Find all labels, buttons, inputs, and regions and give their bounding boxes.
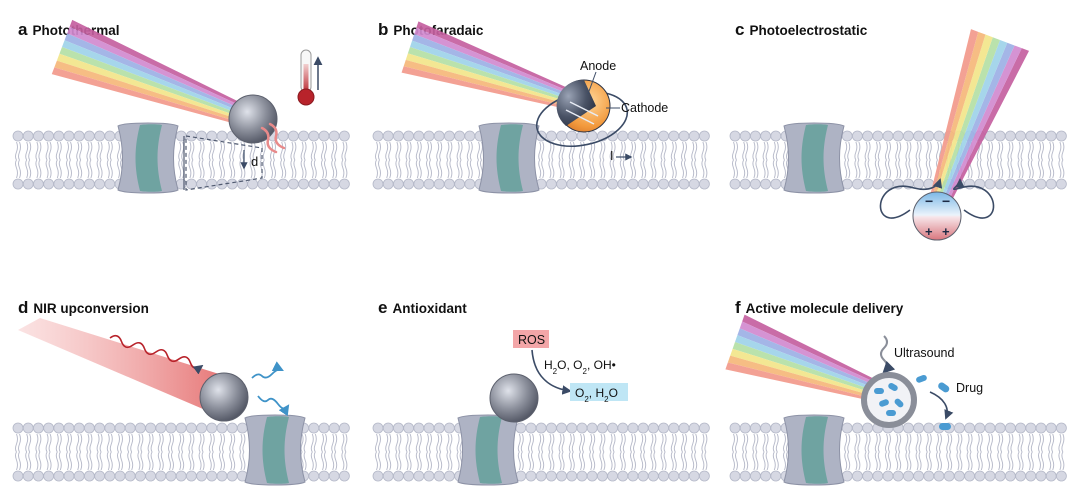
- negative-charge-2: −: [942, 193, 950, 209]
- ion-channels: [117, 122, 845, 486]
- panel-f-title: f Active molecule delivery: [735, 298, 903, 318]
- drug-at-membrane: [939, 423, 951, 430]
- nir-wave: [109, 334, 204, 375]
- light-beam-c: [929, 29, 1030, 204]
- ros-label: ROS: [518, 333, 545, 347]
- ion-channel-f-pore: [801, 416, 828, 484]
- panel-b-graphic: Anode Cathode I: [535, 59, 668, 163]
- panel-e-letter: e: [378, 298, 388, 317]
- panel-f-letter: f: [735, 298, 741, 317]
- membrane-b: [372, 130, 710, 190]
- light-beams: [51, 19, 1030, 402]
- ion-channel-b-pore: [496, 124, 523, 192]
- ion-channel-d: [244, 414, 306, 486]
- drug-cargo-4: [894, 398, 904, 408]
- emission-wave-2: [257, 395, 290, 417]
- ultrasound-label: Ultrasound: [894, 346, 954, 360]
- positive-charge-1: +: [925, 224, 933, 239]
- distance-label: d: [251, 154, 258, 169]
- ion-channel-c: [783, 122, 845, 194]
- light-beam-b: [401, 21, 577, 110]
- panel-a-letter: a: [18, 20, 28, 39]
- field-line-left: [879, 178, 943, 219]
- panel-e-name: Antioxidant: [392, 301, 467, 316]
- cathode-label: Cathode: [621, 101, 668, 115]
- ion-channel-d-pore: [262, 416, 289, 484]
- panel-d-name: NIR upconversion: [33, 301, 149, 316]
- ros-conversion-arrow: [531, 349, 572, 395]
- ion-channel-a-pore: [135, 124, 162, 192]
- membrane-deformation-outline: [185, 135, 263, 191]
- emission-wave-1: [251, 361, 284, 379]
- anode-label: Anode: [580, 59, 616, 73]
- junction-line-2: [569, 101, 599, 117]
- panel-d-letter: d: [18, 298, 29, 317]
- nir-beam: [18, 318, 232, 412]
- ion-channel-e-pore: [475, 416, 502, 484]
- membrane-e: [372, 422, 710, 482]
- drug-cargo-3: [879, 399, 889, 407]
- photothermal-nanoparticle: [228, 94, 278, 144]
- released-drug-2: [938, 382, 950, 393]
- membrane-c: [729, 130, 1067, 190]
- drug-cargo-2: [888, 383, 898, 391]
- panel-d-title: d NIR upconversion: [18, 298, 149, 318]
- light-beam-a: [51, 19, 249, 126]
- drug-label: Drug: [956, 381, 983, 395]
- junction-line-1: [565, 109, 595, 125]
- anode-pointer: [587, 71, 597, 95]
- ros-inputs-label: H2O, O2, OH•: [544, 358, 616, 376]
- heat-wave-2: [268, 122, 286, 150]
- heat-wave-1: [260, 126, 278, 154]
- drug-cargo-1: [874, 388, 884, 394]
- ros-outputs-label: O2, H2O: [575, 386, 618, 404]
- panel-c-title: c Photoelectrostatic: [735, 20, 867, 40]
- membrane-f: [729, 422, 1067, 482]
- anode-region: [556, 79, 596, 126]
- positive-charge-2: +: [942, 224, 950, 239]
- ultrasound-wave: [880, 335, 896, 374]
- released-drug-1: [916, 374, 927, 383]
- panel-c-graphic: − − + +: [879, 178, 995, 241]
- ros-box: [513, 330, 549, 348]
- photoelectrostatic-particle: [912, 191, 962, 241]
- upconversion-nanoparticle: [199, 372, 249, 422]
- products-box: [570, 383, 628, 401]
- panel-b-letter: b: [378, 20, 389, 39]
- panel-e-title: e Antioxidant: [378, 298, 467, 318]
- ion-channel-e: [457, 414, 519, 486]
- panel-f-name: Active molecule delivery: [745, 301, 904, 316]
- panel-c-letter: c: [735, 20, 745, 39]
- panel-f-graphic: Ultrasound Drug: [861, 335, 983, 430]
- light-beam-f: [725, 314, 882, 402]
- ion-channel-c-pore: [801, 124, 828, 192]
- panel-e-graphic: ROS H2O, O2, OH• O2, H2O: [489, 330, 628, 423]
- membrane-a: [12, 130, 350, 190]
- thermometer-icon: [297, 49, 315, 106]
- panel-d-graphic: [18, 318, 290, 422]
- ion-channel-b: [478, 122, 540, 194]
- panel-c-name: Photoelectrostatic: [749, 23, 868, 38]
- drug-cargo-5: [886, 410, 896, 416]
- antioxidant-nanoparticle: [489, 373, 539, 423]
- current-label: I: [610, 149, 613, 163]
- drug-carrier-shell: [861, 372, 917, 428]
- drug-release-arrow: [929, 391, 954, 420]
- negative-charge-1: −: [925, 193, 933, 209]
- ion-channel-a: [117, 122, 179, 194]
- ion-channel-f: [783, 414, 845, 486]
- field-line-right: [953, 178, 995, 219]
- panel-a-graphic: d: [183, 49, 323, 191]
